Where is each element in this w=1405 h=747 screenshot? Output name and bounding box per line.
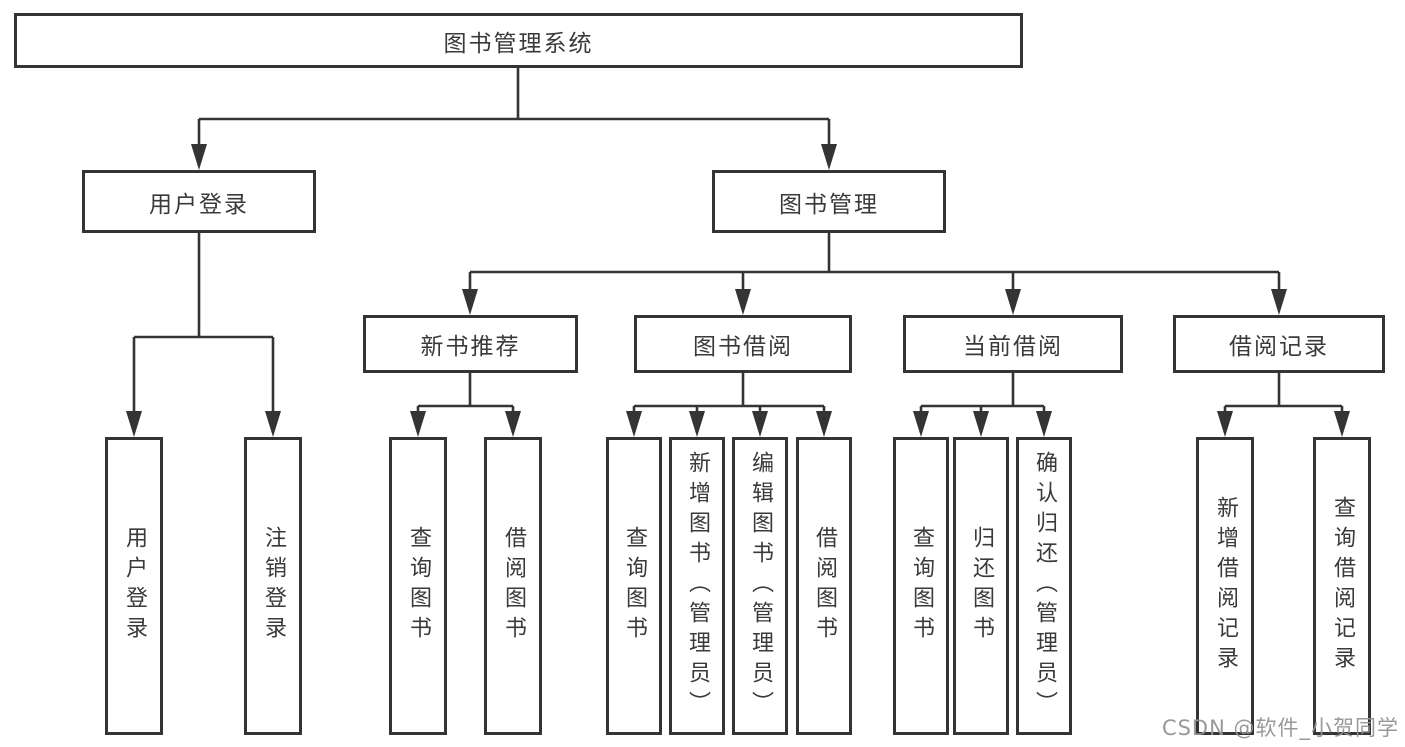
node-new-book-recommend: 新书推荐 [363,315,578,373]
node-leaf-query-books-borrow: 查询图书 [606,437,662,735]
leaf-label: 编辑图书（管理员） [748,451,773,721]
node-leaf-edit-books-admin: 编辑图书（管理员） [732,437,788,735]
node-book-management-label: 图书管理 [779,191,879,218]
node-book-borrow-label: 图书借阅 [693,334,793,360]
node-leaf-return-books: 归还图书 [953,437,1009,735]
node-borrow-records-label: 借阅记录 [1229,334,1329,360]
leaf-label: 新增图书（管理员） [685,451,710,721]
node-leaf-logout: 注销登录 [244,437,302,735]
node-root-system: 图书管理系统 [14,13,1023,68]
node-leaf-user-login: 用户登录 [105,437,163,735]
leaf-label: 注销登录 [261,526,286,646]
node-leaf-confirm-return-admin: 确认归还（管理员） [1016,437,1072,735]
leaf-label: 查询图书 [406,526,431,646]
arrowhead-group [126,144,1350,437]
node-leaf-query-borrow-record: 查询借阅记录 [1313,437,1371,735]
leaf-label: 新增借阅记录 [1213,496,1238,676]
node-leaf-add-borrow-record: 新增借阅记录 [1196,437,1254,735]
node-book-management: 图书管理 [712,170,946,233]
node-leaf-borrow-books-recommend: 借阅图书 [484,437,542,735]
node-leaf-borrow-books: 借阅图书 [796,437,852,735]
watermark: CSDN @软件_小贺同学 [1161,716,1399,740]
node-borrow-records: 借阅记录 [1173,315,1385,373]
node-leaf-add-books-admin: 新增图书（管理员） [669,437,725,735]
leaf-label: 查询图书 [909,526,934,646]
leaf-label: 借阅图书 [501,526,526,646]
leaf-label: 用户登录 [122,526,147,646]
leaf-label: 确认归还（管理员） [1032,451,1057,721]
node-user-login: 用户登录 [82,170,316,233]
leaf-label: 借阅图书 [812,526,837,646]
node-user-login-label: 用户登录 [149,191,249,218]
node-book-borrow: 图书借阅 [634,315,852,373]
node-leaf-query-books-current: 查询图书 [893,437,949,735]
node-new-book-recommend-label: 新书推荐 [420,334,521,360]
leaf-label: 查询借阅记录 [1330,496,1355,676]
leaf-label: 归还图书 [969,526,994,646]
leaf-label: 查询图书 [622,526,647,646]
node-leaf-query-books-recommend: 查询图书 [389,437,447,735]
node-root-label: 图书管理系统 [443,30,594,57]
node-current-borrow: 当前借阅 [903,315,1123,373]
node-current-borrow-label: 当前借阅 [963,334,1063,360]
